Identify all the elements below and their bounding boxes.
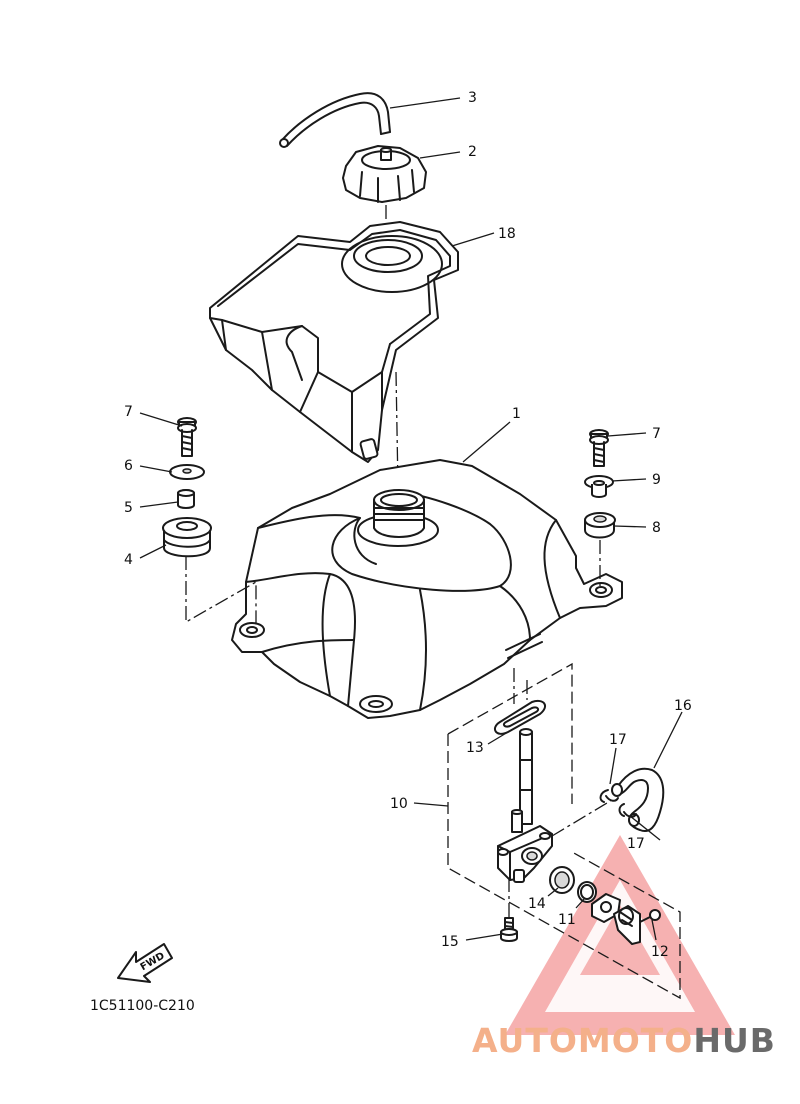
tank-cover [209,221,459,463]
callout-13: 13 [466,740,484,756]
lever [613,905,641,945]
leader-lines [139,97,683,941]
fuel-hose [611,767,665,832]
callout-3: 3 [468,90,477,106]
o-ring [577,881,597,903]
svg-text:AUTOMOTOHUB: AUTOMOTOHUB [472,1021,776,1060]
callout-17-bottom: 17 [627,836,645,852]
callout-4: 4 [124,552,133,568]
bolt-bottom [500,917,518,942]
gasket [493,700,547,735]
callout-14: 14 [528,896,546,912]
callout-12: 12 [651,944,669,960]
fuel-cock-assy-boundary [447,662,681,1000]
collar-right [584,475,614,498]
fwd-arrow: FWD [117,943,173,983]
callout-17-top: 17 [609,732,627,748]
callouts: 3 2 18 1 7 6 5 4 7 9 8 16 17 10 13 17 14… [124,90,692,960]
screw [639,909,661,923]
collar-left [177,489,195,509]
filter-cup [549,866,575,894]
fuel-tank [231,459,623,719]
callout-9: 9 [652,472,661,488]
callout-11: 11 [558,912,576,928]
breather-hose [279,92,391,148]
callout-18: 18 [498,226,516,242]
callout-7-left: 7 [124,404,133,420]
fuel-cock [497,728,553,883]
callout-5: 5 [124,500,133,516]
bolt-right [589,429,609,467]
watermark-part1: AUTOMOTO [472,1021,693,1060]
callout-15: 15 [441,934,459,950]
callout-10: 10 [390,796,408,812]
grommet-right [584,512,616,539]
callout-1: 1 [512,406,521,422]
diagram-code: 1C51100-C210 [90,998,195,1014]
callout-16: 16 [674,698,692,714]
callout-6: 6 [124,458,133,474]
washer-left [169,464,205,480]
watermark-part2: HUB [693,1021,776,1060]
fuel-cap [342,145,427,203]
watermark-text: AUTOMOTOHUB [472,1021,776,1060]
watermark-logo [505,835,735,1035]
clip-top [599,789,619,803]
callout-2: 2 [468,144,477,160]
callout-8: 8 [652,520,661,536]
bolt-left [177,417,197,457]
callout-7-right: 7 [652,426,661,442]
grommet-left [162,517,212,558]
